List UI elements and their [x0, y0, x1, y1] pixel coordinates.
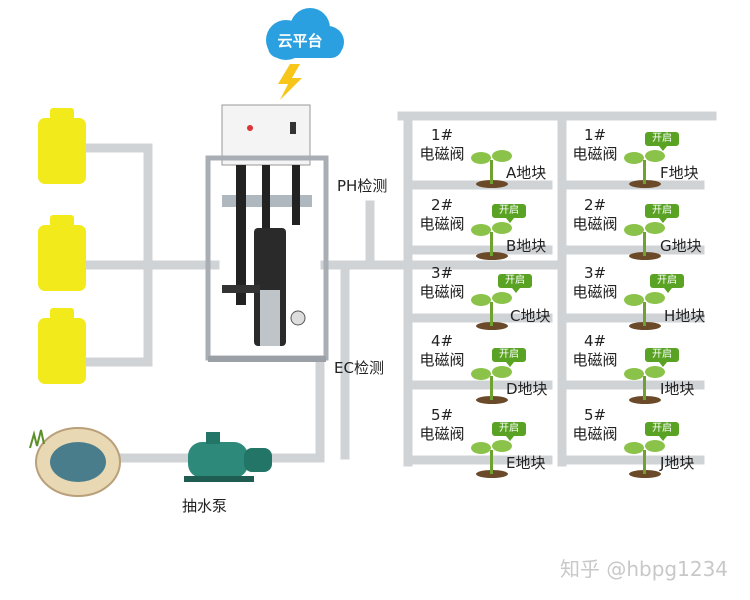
status-badge-d: 开启 [492, 348, 526, 367]
pipe-pump-line [113, 355, 325, 463]
tank-icon [38, 108, 86, 184]
seedling-icon [624, 292, 665, 330]
plot-label-d: D地块 [506, 380, 548, 398]
valve-number: 3# [430, 264, 454, 282]
ec-sensor-label: EC检测 [334, 359, 384, 377]
seedling-icons [471, 150, 665, 478]
valve-number: 1# [583, 126, 607, 144]
valve-label: 电磁阀 [419, 145, 465, 163]
valve-number: 5# [583, 406, 607, 424]
tank-icon [38, 215, 86, 291]
valve-label: 电磁阀 [419, 425, 465, 443]
cloud-platform-label: 云平台 [277, 32, 323, 50]
seedling-icon [471, 150, 512, 188]
status-badge-b: 开启 [492, 204, 526, 223]
lightning-icon [278, 64, 302, 100]
plot-label-g: G地块 [660, 237, 702, 255]
status-badge-f: 开启 [645, 132, 679, 151]
valve-label: 电磁阀 [419, 283, 465, 301]
plot-label-a: A地块 [506, 164, 547, 182]
valve-right-2: 2# 电磁阀 [567, 196, 623, 234]
status-badge-h: 开启 [650, 274, 684, 293]
seedling-icon [624, 222, 665, 260]
valve-right-3: 3# 电磁阀 [567, 264, 623, 302]
status-badge-i: 开启 [645, 348, 679, 367]
valve-number: 2# [583, 196, 607, 214]
plot-label-f: F地块 [660, 164, 699, 182]
seedling-icon [624, 440, 665, 478]
valve-label: 电磁阀 [572, 215, 618, 233]
valve-label: 电磁阀 [572, 283, 618, 301]
status-badge-e: 开启 [492, 422, 526, 441]
valve-number: 3# [583, 264, 607, 282]
valve-left-5: 5# 电磁阀 [414, 406, 470, 444]
valve-left-4: 4# 电磁阀 [414, 332, 470, 370]
seedling-icon [471, 292, 512, 330]
valve-number: 4# [430, 332, 454, 350]
cloud-icon [266, 8, 344, 60]
fertigation-machine [205, 104, 329, 362]
water-tanks [38, 108, 86, 384]
valve-label: 电磁阀 [572, 145, 618, 163]
valve-right-1: 1# 电磁阀 [567, 126, 623, 164]
pipe-tank-loop [81, 143, 153, 367]
valve-label: 电磁阀 [572, 425, 618, 443]
plot-label-i: I地块 [660, 380, 695, 398]
pump-label: 抽水泵 [182, 497, 228, 515]
watermark: 知乎 @hbpg1234 [560, 557, 729, 581]
plot-label-h: H地块 [664, 307, 706, 325]
seedling-icon [471, 440, 512, 478]
valve-label: 电磁阀 [572, 351, 618, 369]
plot-label-c: C地块 [510, 307, 551, 325]
valve-left-2: 2# 电磁阀 [414, 196, 470, 234]
valve-right-4: 4# 电磁阀 [567, 332, 623, 370]
pump-icon [184, 432, 272, 482]
valve-left-3: 3# 电磁阀 [414, 264, 470, 302]
ph-sensor-label: PH检测 [337, 177, 388, 195]
status-badge-g: 开启 [645, 204, 679, 223]
seedling-icon [471, 222, 512, 260]
status-badge-c: 开启 [498, 274, 532, 293]
valve-number: 1# [430, 126, 454, 144]
valve-label: 电磁阀 [419, 215, 465, 233]
valve-number: 2# [430, 196, 454, 214]
plot-label-j: J地块 [660, 454, 695, 472]
valve-number: 5# [430, 406, 454, 424]
valve-left-1: 1# 电磁阀 [414, 126, 470, 164]
well-icon [29, 427, 121, 497]
valve-number: 4# [583, 332, 607, 350]
seedling-icon [624, 150, 665, 188]
seedling-icon [471, 366, 512, 404]
tank-icon [38, 308, 86, 384]
valve-label: 电磁阀 [419, 351, 465, 369]
status-badge-j: 开启 [645, 422, 679, 441]
plot-label-b: B地块 [506, 237, 547, 255]
seedling-icon [624, 366, 665, 404]
valve-right-5: 5# 电磁阀 [567, 406, 623, 444]
plot-label-e: E地块 [506, 454, 546, 472]
